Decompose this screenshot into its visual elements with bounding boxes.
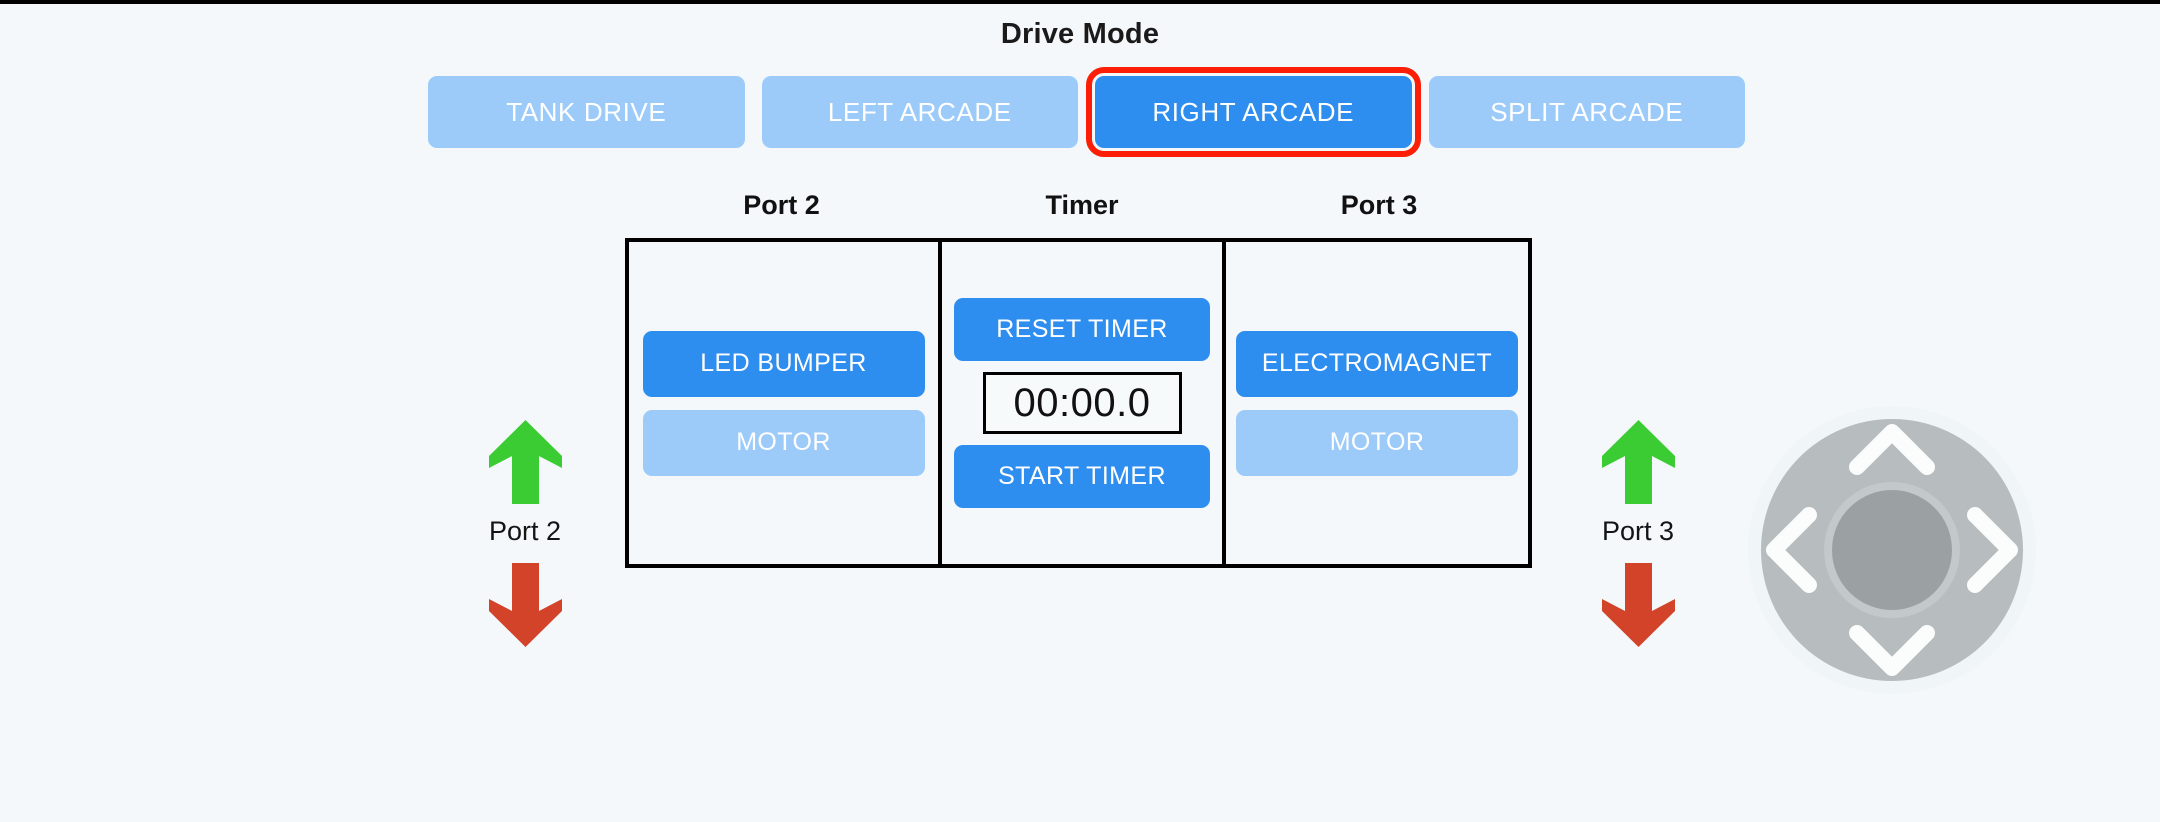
dpad-down-chevron — [1849, 625, 1935, 676]
top-rule — [0, 0, 2160, 4]
panel-port3: ELECTROMAGNET MOTOR — [1226, 242, 1528, 564]
drive-mode-title: Drive Mode — [1000, 18, 1160, 50]
panel-port2: LED BUMPER MOTOR — [629, 242, 938, 564]
arrow-down-icon[interactable] — [487, 561, 564, 649]
reset-timer-button[interactable]: RESET TIMER — [954, 298, 1210, 361]
dpad-up-chevron — [1849, 424, 1935, 475]
port3-motor-button[interactable]: MOTOR — [1236, 409, 1518, 476]
control-panels: LED BUMPER MOTOR RESET TIMER 00:00.0 STA… — [625, 238, 1532, 568]
drive-mode-right-arcade-button[interactable]: RIGHT ARCADE — [1086, 67, 1421, 157]
port2-label: Port 2 — [488, 516, 562, 546]
drive-mode-split-arcade-button[interactable]: SPLIT ARCADE — [1428, 76, 1745, 148]
panel-header-port3: Port 3 — [1340, 190, 1418, 220]
drive-mode-left-arcade-button[interactable]: LEFT ARCADE — [761, 76, 1078, 148]
port3-label: Port 3 — [1601, 516, 1675, 546]
arrow-up-icon[interactable] — [487, 418, 564, 506]
panel-header-row: Port 2 Timer Port 3 — [625, 190, 1532, 221]
arrow-up-icon[interactable] — [1600, 418, 1677, 506]
arrow-down-icon[interactable] — [1600, 561, 1677, 649]
port2-led-bumper-button[interactable]: LED BUMPER — [642, 330, 925, 397]
port2-arrow-control: Port 2 — [425, 418, 625, 649]
drive-mode-tank-drive-button[interactable]: TANK DRIVE — [428, 76, 745, 148]
port3-arrow-control: Port 3 — [1538, 418, 1738, 649]
panel-timer: RESET TIMER 00:00.0 START TIMER — [938, 242, 1226, 564]
timer-display: 00:00.0 — [982, 372, 1182, 434]
dpad-joystick-icon[interactable] — [1747, 405, 2037, 695]
start-timer-button[interactable]: START TIMER — [954, 445, 1210, 508]
drive-mode-button-group: TANK DRIVE LEFT ARCADE RIGHT ARCADE SPLI… — [428, 67, 1745, 157]
dpad-right-chevron — [1967, 507, 2018, 593]
panel-header-port2: Port 2 — [743, 190, 820, 220]
panel-header-timer: Timer — [1045, 190, 1119, 220]
dpad-left-chevron — [1766, 507, 1817, 593]
port2-motor-button[interactable]: MOTOR — [642, 409, 925, 476]
port3-electromagnet-button[interactable]: ELECTROMAGNET — [1236, 330, 1518, 397]
